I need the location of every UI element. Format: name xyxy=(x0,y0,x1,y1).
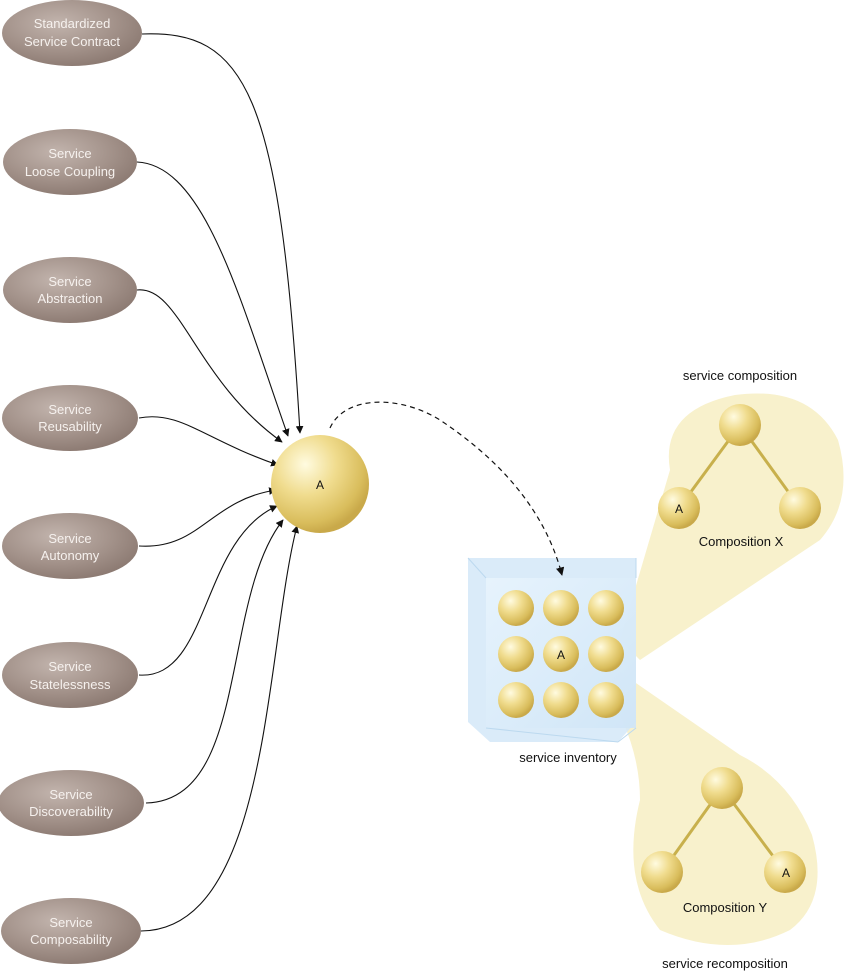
inventory-service-ball-a xyxy=(543,636,579,672)
principle-line2: Reusability xyxy=(38,419,102,434)
principle-line2: Discoverability xyxy=(29,804,113,819)
composition-x-bubble xyxy=(620,393,844,660)
principle-loose-coupling: Service Loose Coupling xyxy=(3,129,137,195)
composition-x-ball xyxy=(779,487,821,529)
principle-line1: Service xyxy=(48,274,91,289)
inventory-service-ball xyxy=(543,682,579,718)
principle-line2: Composability xyxy=(30,932,112,947)
composition-y-ball-a-label: A xyxy=(782,866,790,880)
principle-line1: Standardized xyxy=(34,16,111,31)
composition-y-label: Composition Y xyxy=(683,900,768,915)
principle-composability: Service Composability xyxy=(1,898,141,964)
composition-x-label: Composition X xyxy=(699,534,784,549)
inventory-service-ball xyxy=(543,590,579,626)
inventory-ball-a-label: A xyxy=(557,648,565,662)
principle-discoverability: Service Discoverability xyxy=(0,770,144,836)
arrow-reusability xyxy=(138,416,279,467)
principle-line1: Service xyxy=(48,659,91,674)
arrow-composability xyxy=(140,525,300,932)
composition-x-root-ball xyxy=(719,404,761,446)
arrow-standardized-contract xyxy=(141,33,304,434)
inventory-ball-grid xyxy=(498,590,624,718)
composition-x-ball-a-label: A xyxy=(675,502,683,516)
principle-line2: Service Contract xyxy=(24,34,120,49)
principle-line1: Service xyxy=(48,402,91,417)
principle-line1: Service xyxy=(49,915,92,930)
inventory-service-ball xyxy=(588,636,624,672)
principle-arrows xyxy=(136,33,304,932)
composition-x-heading: service composition xyxy=(683,368,797,383)
principle-standardized-contract: Standardized Service Contract xyxy=(2,0,142,66)
principle-line2: Abstraction xyxy=(37,291,102,306)
arrow-abstraction xyxy=(136,289,283,443)
principle-line1: Service xyxy=(48,531,91,546)
principle-statelessness: Service Statelessness xyxy=(2,642,138,708)
composition-y-ball-a xyxy=(764,851,806,893)
composition-y-root-ball xyxy=(701,767,743,809)
inventory-service-ball xyxy=(588,682,624,718)
principle-abstraction: Service Abstraction xyxy=(3,257,137,323)
principle-line1: Service xyxy=(49,787,92,802)
arrow-loose-coupling xyxy=(136,161,290,437)
inventory-service-ball xyxy=(498,682,534,718)
composition-x-ball-a xyxy=(658,487,700,529)
principle-reusability: Service Reusability xyxy=(2,385,138,451)
composition-y-ball xyxy=(641,851,683,893)
inventory-service-ball xyxy=(588,590,624,626)
inventory-service-ball xyxy=(498,590,534,626)
arrow-discoverability xyxy=(145,519,284,804)
dashed-arrow-to-inventory xyxy=(329,401,565,576)
service-inventory-label: service inventory xyxy=(519,750,617,765)
principle-line1: Service xyxy=(48,146,91,161)
central-service-ball xyxy=(271,435,369,533)
principle-line2: Autonomy xyxy=(41,548,100,563)
principle-line2: Statelessness xyxy=(30,677,111,692)
arrow-autonomy xyxy=(138,487,277,547)
composition-y-tree xyxy=(641,767,806,893)
composition-y-heading: service recomposition xyxy=(662,956,788,971)
central-service-label: A xyxy=(316,478,324,492)
composition-x-tree xyxy=(658,404,821,529)
principle-line2: Loose Coupling xyxy=(25,164,115,179)
principle-autonomy: Service Autonomy xyxy=(2,513,138,579)
inventory-service-ball xyxy=(498,636,534,672)
arrow-statelessness xyxy=(138,505,278,676)
